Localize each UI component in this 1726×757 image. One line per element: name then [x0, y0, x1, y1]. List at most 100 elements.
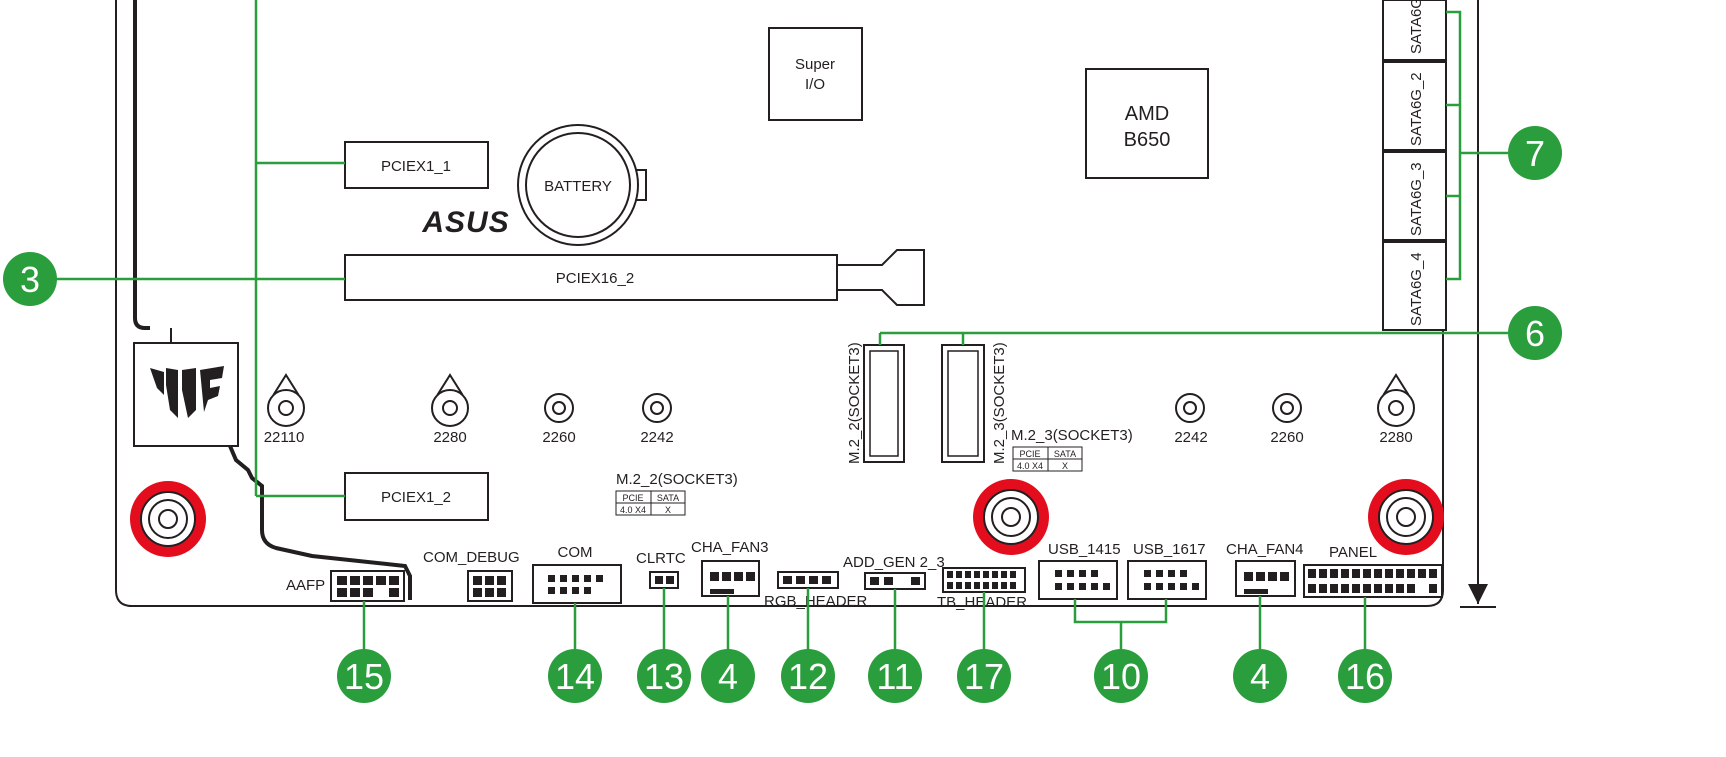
svg-text:12: 12 [788, 656, 828, 697]
svg-text:14: 14 [555, 656, 595, 697]
pciex1-2-label: PCIEX1_2 [381, 489, 451, 506]
svg-text:3: 3 [20, 259, 40, 300]
m2-standoff-2260-left [544, 393, 574, 423]
mount-hole-left [130, 481, 206, 557]
callout-16: 16 [1338, 649, 1392, 703]
m2-3-support-table [1012, 446, 1083, 472]
callout-10: 10 [1094, 649, 1148, 703]
m2-2-table-c1: 4.0 X4 [620, 505, 646, 515]
mount-hole-middle [973, 479, 1049, 555]
mount-hole-right [1368, 479, 1444, 555]
m2-standoff-2280-right [1377, 373, 1415, 427]
standoff-2280-left-label: 2280 [433, 429, 466, 446]
standoff-2260-right-label: 2260 [1270, 429, 1303, 446]
svg-text:11: 11 [876, 656, 913, 697]
chipset-line1: AMD [1125, 103, 1169, 125]
cha-fan3-header [701, 560, 760, 597]
sata6g-1-label: SATA6G_1 [1408, 0, 1425, 54]
cha-fan4-header [1235, 560, 1296, 597]
m2-2-table-c2: X [665, 505, 671, 515]
rgb-header-label: RGB_HEADER [764, 593, 868, 610]
callout-6: 6 [1508, 306, 1562, 360]
svg-text:16: 16 [1345, 656, 1385, 697]
callout-4-cha-fan4: 4 [1233, 649, 1287, 703]
super-io-line2: I/O [805, 76, 825, 93]
m2-standoff-22110 [267, 373, 305, 427]
svg-text:10: 10 [1101, 656, 1141, 697]
super-io-chip [768, 27, 863, 121]
m2-3-socket-label: M.2_3(SOCKET3) [991, 342, 1008, 464]
clrtc-label: CLRTC [636, 550, 686, 567]
standoff-2260-left-label: 2260 [542, 429, 575, 446]
sata6g-4-label: SATA6G_4 [1408, 252, 1425, 326]
svg-text:15: 15 [344, 656, 384, 697]
callout-13: 13 [637, 649, 691, 703]
callout-4-cha-fan3: 4 [701, 649, 755, 703]
standoff-22110-label: 22110 [264, 429, 305, 446]
add-gen-header [864, 572, 926, 590]
m2-3-table-h2: SATA [1054, 449, 1076, 459]
svg-text:6: 6 [1525, 313, 1545, 354]
pciex1-1-slot [344, 141, 489, 189]
aafp-header [330, 570, 405, 602]
super-io-line1: Super [795, 56, 835, 73]
usb-1415-label: USB_1415 [1048, 541, 1121, 558]
asus-logo: ASUS [421, 206, 509, 239]
pciex1-2-slot [344, 472, 489, 521]
leader-lines [54, 0, 1508, 650]
add-gen-label: ADD_GEN 2_3 [843, 554, 945, 571]
m2-3-table-c2: X [1062, 461, 1068, 471]
usb-1415-header [1038, 560, 1118, 600]
pciex1-1-label: PCIEX1_1 [381, 158, 451, 175]
chipset-line2: B650 [1124, 129, 1171, 151]
svg-text:17: 17 [964, 656, 1004, 697]
cha-fan3-label: CHA_FAN3 [691, 539, 769, 556]
chipset [1085, 68, 1209, 179]
board-trace-lower [228, 445, 412, 600]
standoff-2242-right-label: 2242 [1174, 429, 1207, 446]
m2-2-table-h1: PCIE [622, 493, 643, 503]
standoff-2280-right-label: 2280 [1379, 429, 1412, 446]
m2-standoff-2280-left [431, 373, 469, 427]
aafp-label: AAFP [286, 577, 325, 594]
panel-header [1303, 564, 1443, 598]
m2-standoff-2242-right [1175, 393, 1205, 423]
sata6g-3-label: SATA6G_3 [1408, 162, 1425, 236]
usb-1617-header [1127, 560, 1207, 600]
battery-label: BATTERY [544, 178, 612, 195]
com-debug-label: COM_DEBUG [423, 549, 520, 566]
callout-12: 12 [781, 649, 835, 703]
m2-2-table-h2: SATA [657, 493, 679, 503]
pciex16-2-slot [344, 249, 925, 306]
svg-text:7: 7 [1525, 133, 1545, 174]
callout-11: 11 [868, 649, 922, 703]
callout-3: 3 [3, 252, 57, 306]
m2-standoff-2260-right [1272, 393, 1302, 423]
usb-1617-label: USB_1617 [1133, 541, 1206, 558]
m2-3-table-h1: PCIE [1019, 449, 1040, 459]
board-trace-upper [133, 0, 150, 330]
tb-header [942, 567, 1026, 593]
svg-text:13: 13 [644, 656, 684, 697]
pciex16-2-label: PCIEX16_2 [556, 270, 634, 287]
m2-2-support-table [615, 490, 686, 516]
dimension-arrowhead [1468, 584, 1488, 604]
battery: BATTERY [517, 124, 647, 246]
m2-3-table-c1: 4.0 X4 [1017, 461, 1043, 471]
sata6g-2-label: SATA6G_2 [1408, 72, 1425, 146]
m2-3-title: M.2_3(SOCKET3) [1011, 427, 1133, 444]
m2-2-socket-label: M.2_2(SOCKET3) [846, 342, 863, 464]
com-label: COM [558, 544, 593, 561]
svg-text:4: 4 [1250, 656, 1270, 697]
callout-7: 7 [1508, 126, 1562, 180]
rgb-header [777, 571, 839, 589]
m2-2-socket [863, 344, 905, 463]
callout-17: 17 [957, 649, 1011, 703]
callout-14: 14 [548, 649, 602, 703]
tb-header-label: TB_HEADER [937, 594, 1027, 611]
com-debug-header [467, 570, 513, 602]
m2-2-title: M.2_2(SOCKET3) [616, 471, 738, 488]
panel-label: PANEL [1329, 544, 1377, 561]
standoff-2242-left-label: 2242 [640, 429, 673, 446]
